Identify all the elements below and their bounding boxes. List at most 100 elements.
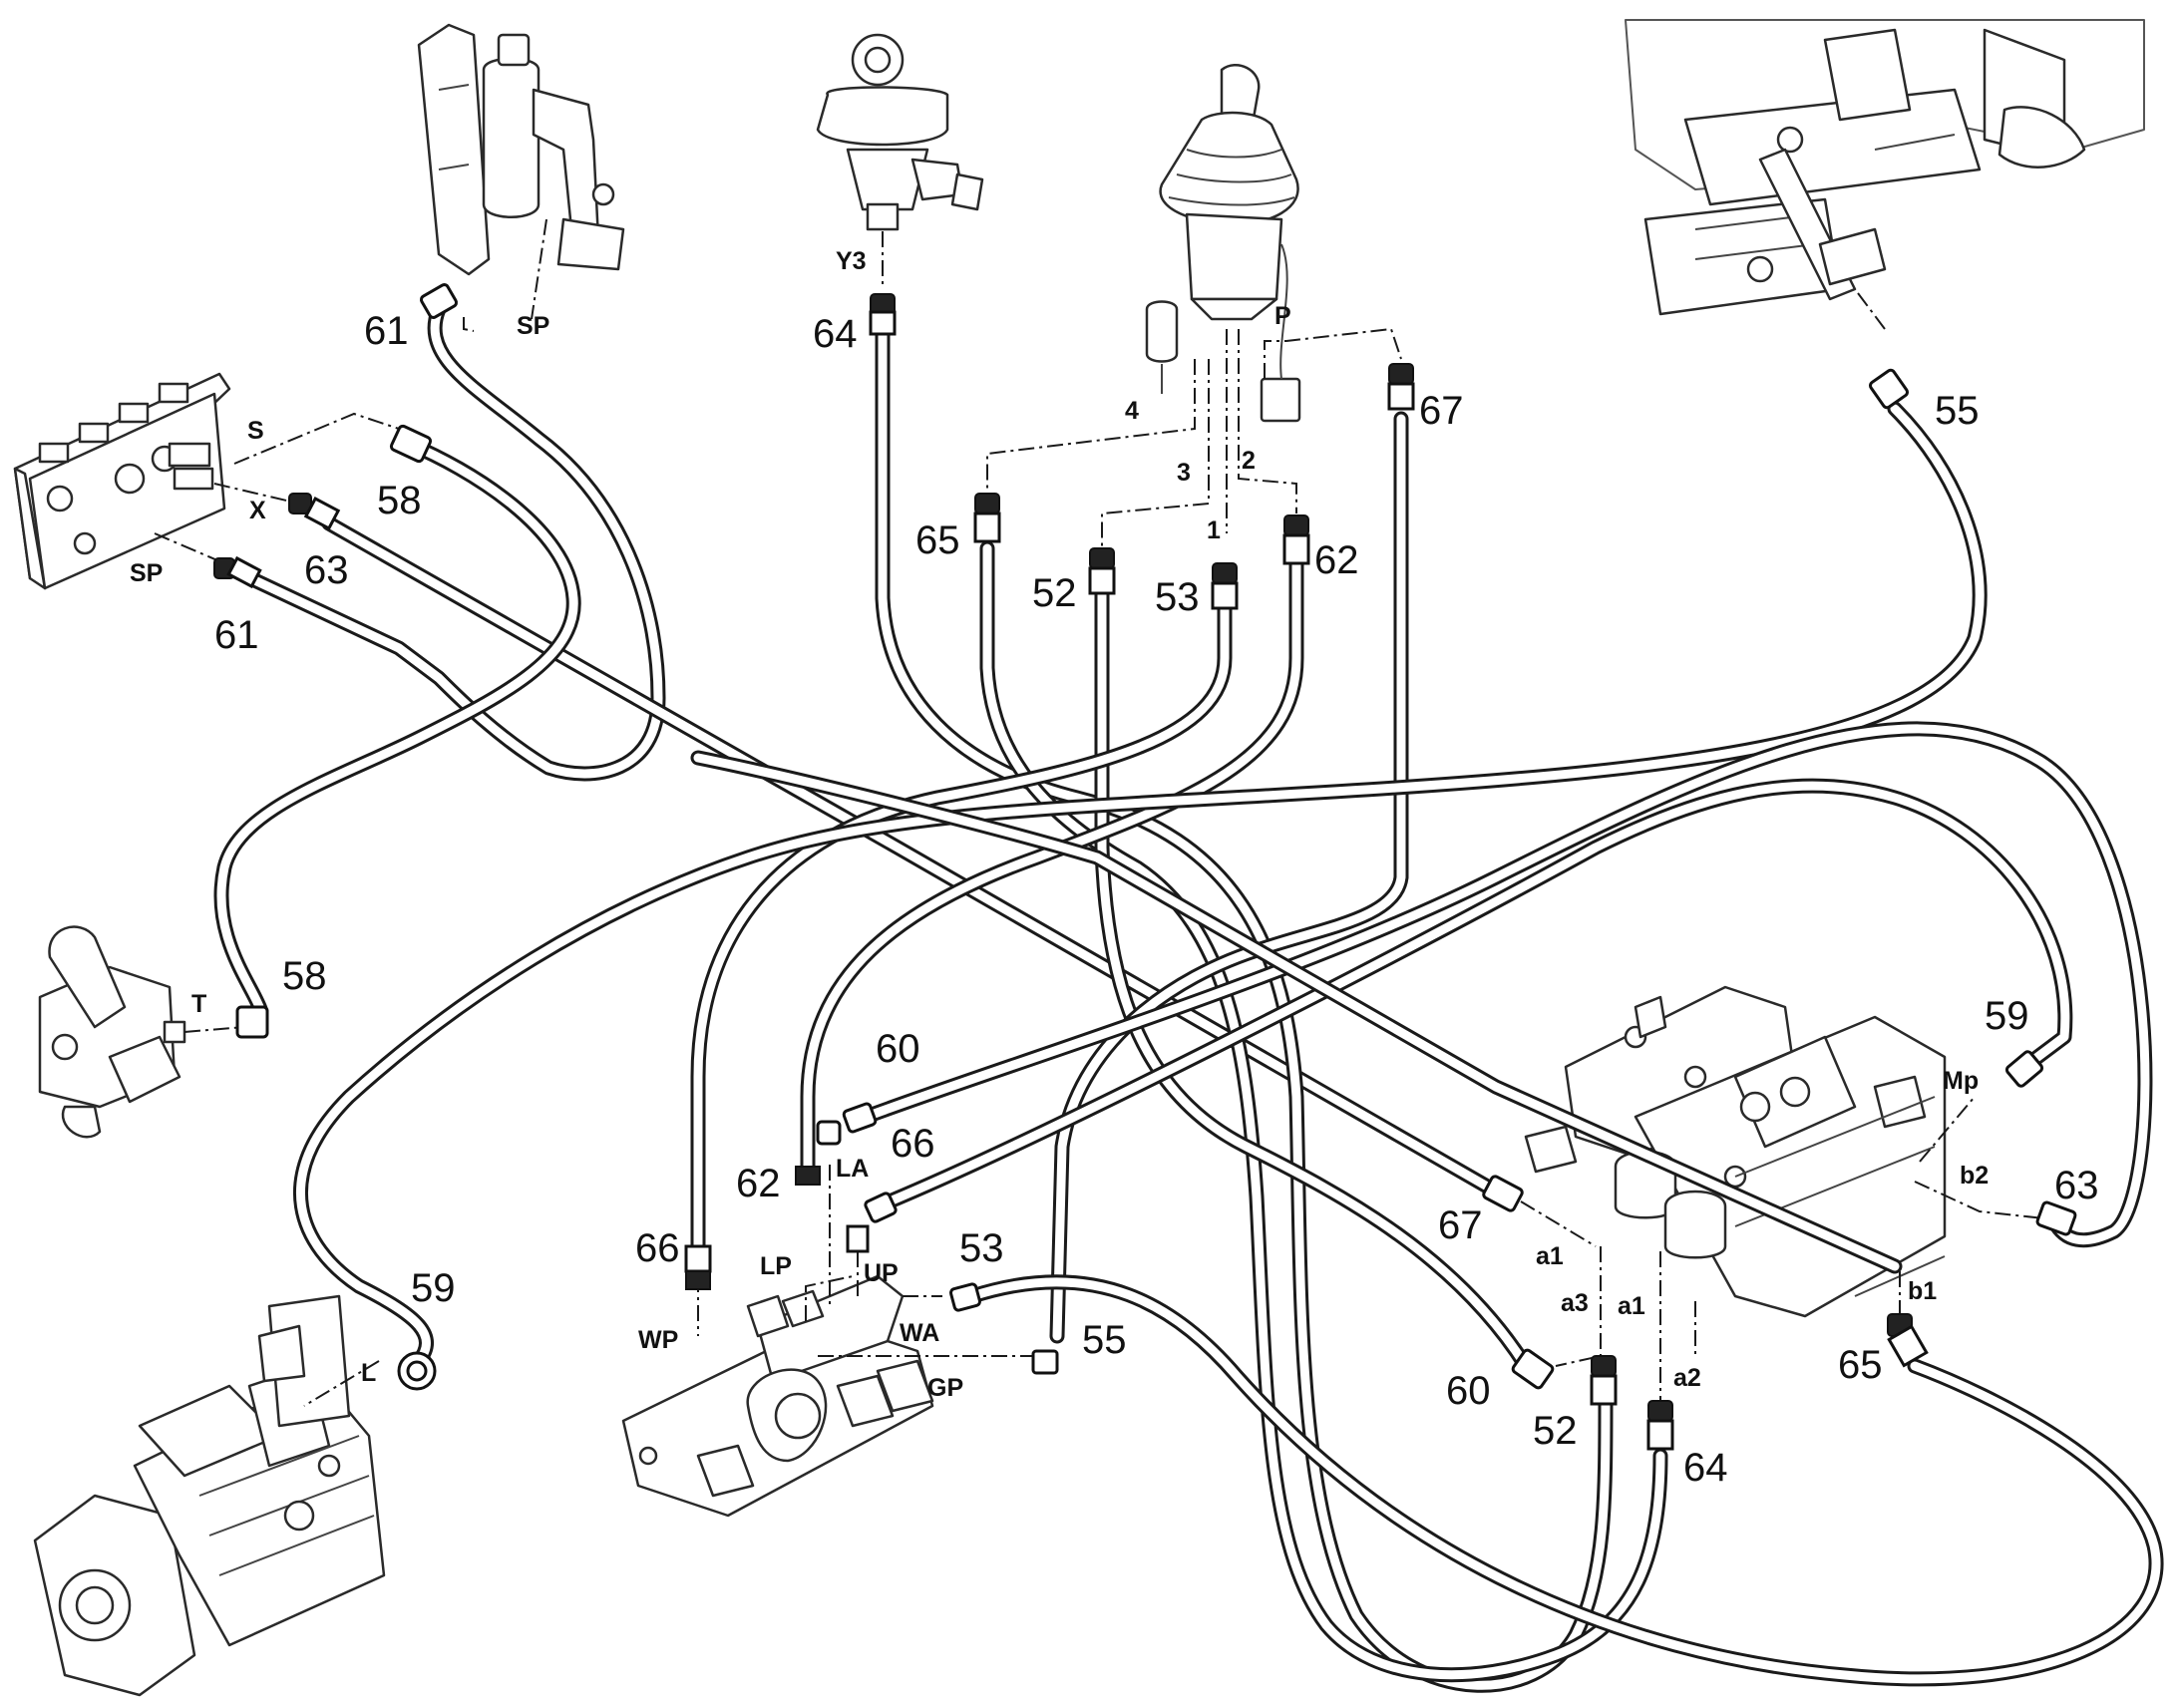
port-lp: LP (760, 1252, 792, 1280)
fitting-65-top (973, 493, 1001, 543)
port-1: 1 (1207, 516, 1221, 544)
hydraulic-pump (33, 1294, 386, 1697)
port-t: T (191, 990, 206, 1018)
pilot-manifold-block (13, 372, 231, 590)
callout-61-top: 61 (364, 309, 409, 353)
fitting-59-left (948, 1282, 982, 1312)
hose-crossing (690, 750, 1903, 1274)
hoses (213, 301, 2164, 1693)
port-mp: Mp (1943, 1067, 1979, 1095)
callout-53-top: 53 (1155, 575, 1200, 619)
port-b2: b2 (1960, 1162, 1989, 1190)
hose-66 (870, 778, 2073, 1214)
fitting-62-top (1282, 514, 1310, 565)
callout-58-bottom: 58 (282, 954, 327, 998)
fitting-64-top (869, 293, 897, 336)
callout-65-bottom: 64 (1683, 1446, 1728, 1490)
callout-66-right: 59 (1985, 994, 2029, 1038)
callout-62-top: 62 (1314, 538, 1359, 582)
callout-59-left: 53 (959, 1226, 1004, 1270)
fitting-52-right (1511, 1348, 1555, 1390)
fitting-53-top (1211, 562, 1239, 610)
port-a2: a2 (1673, 1364, 1701, 1392)
fitting-65-bottom (1646, 1400, 1674, 1451)
fitting-58-bottom (235, 1005, 269, 1039)
callout-60-right: 63 (2054, 1164, 2099, 1207)
port-wa: WA (900, 1319, 939, 1347)
callout-55-top: 55 (1935, 389, 1980, 433)
port-a3: a3 (1561, 1289, 1589, 1317)
port-a1-lower: a1 (1618, 1292, 1645, 1320)
fitting-55-top (1868, 368, 1910, 410)
fitting-64-bottom (1590, 1355, 1618, 1406)
machine-frame-top-right (1625, 19, 2145, 316)
y3-pilot-valve (816, 33, 984, 231)
leader-lines (154, 218, 2045, 1407)
callout-52-right: 60 (1446, 1369, 1491, 1413)
callout-60-left: 60 (876, 1027, 920, 1071)
hose-55 (293, 401, 1988, 1369)
callout-53-bottom: 66 (635, 1226, 680, 1270)
port-la: LA (836, 1155, 869, 1183)
port-a1-upper: a1 (1536, 1242, 1564, 1270)
fittings (213, 283, 2077, 1451)
port-sp-accumulator: SP (517, 312, 549, 340)
callout-numbers: 61 64 67 55 58 63 61 65 52 53 62 58 60 6… (214, 309, 2099, 1490)
port-wp: WP (638, 1326, 678, 1354)
fitting-59-right (1887, 1313, 1929, 1368)
main-control-valve (1524, 985, 1947, 1318)
components (13, 19, 2145, 1697)
hose-63 (321, 515, 1504, 1199)
hose-59 (964, 1274, 2164, 1687)
fitting-60-right (2035, 1200, 2077, 1236)
fitting-58-left (389, 424, 433, 464)
port-4: 4 (1125, 397, 1139, 425)
pilot-valve-block (621, 1274, 934, 1518)
fitting-52-top (1088, 547, 1116, 595)
fitting-61-top (419, 283, 459, 319)
callout-52-top: 52 (1032, 571, 1077, 615)
callout-62-bottom: 62 (736, 1162, 781, 1205)
fitting-55-bottom (397, 1351, 437, 1391)
hose-52 (1094, 580, 1534, 1374)
fitting-53-bottom (684, 1244, 712, 1290)
accumulator-assembly (417, 23, 625, 276)
fitting-67-bottom (1031, 1349, 1059, 1375)
joystick-pilot-control (1145, 64, 1301, 423)
port-gp: GP (927, 1374, 963, 1402)
hose-58 (213, 436, 581, 1020)
callout-59-right: 65 (1838, 1343, 1883, 1387)
callout-64-bottom: 52 (1533, 1409, 1578, 1453)
hose-62 (800, 550, 1304, 1175)
callout-65-top: 65 (915, 518, 960, 562)
port-2: 2 (1242, 447, 1256, 475)
steering-valve (38, 925, 186, 1139)
callout-66-left: 66 (891, 1122, 935, 1166)
callout-64-top: 64 (813, 312, 858, 356)
callout-58-left: 58 (377, 479, 422, 522)
port-b1: b1 (1908, 1277, 1937, 1305)
fitting-63-left (288, 493, 341, 530)
callout-55-bottom: 59 (411, 1266, 456, 1310)
callout-63-left: 63 (304, 548, 349, 592)
port-x: X (249, 497, 266, 524)
fitting-63-right (1482, 1175, 1524, 1212)
callout-67-bottom: 55 (1082, 1318, 1127, 1362)
callout-61-left: 61 (214, 613, 259, 657)
port-up: UP (864, 1259, 899, 1287)
fitting-62-bottom (795, 1120, 842, 1186)
callout-63-right: 67 (1438, 1203, 1483, 1247)
callout-67-top: 67 (1419, 389, 1464, 433)
port-p: P (1274, 302, 1291, 330)
port-sp-manifold: SP (130, 559, 163, 587)
hose-53 (690, 590, 1233, 1254)
port-s: S (247, 417, 264, 445)
fitting-67-top (1387, 363, 1415, 411)
port-labels: SP Y3 P S X SP 4 3 2 1 T LA LP UP WP WA … (130, 247, 1989, 1402)
hose-60 (845, 721, 2153, 1248)
port-3: 3 (1177, 459, 1191, 487)
fitting-60-left (842, 1102, 878, 1134)
fitting-66-right (2004, 1050, 2044, 1088)
fitting-61-left (213, 555, 262, 589)
